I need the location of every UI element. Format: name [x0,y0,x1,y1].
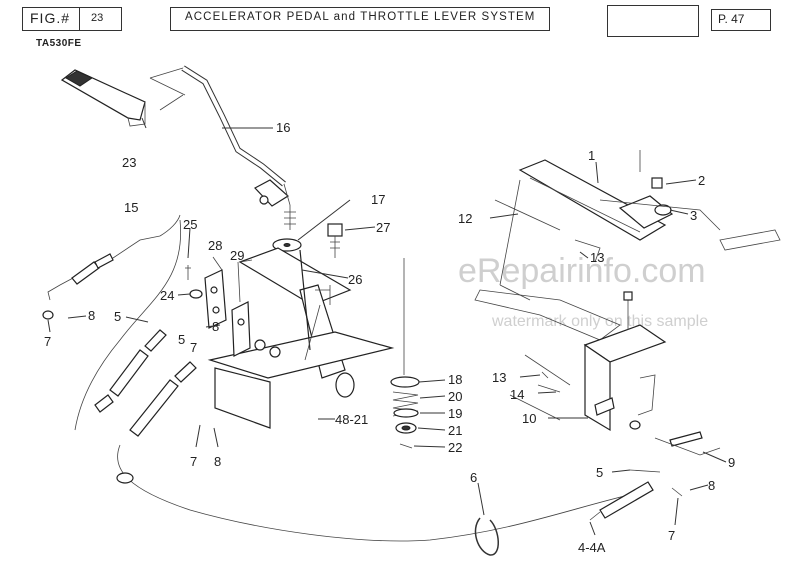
callout-28: 28 [208,238,222,253]
watermark-site: eRepairinfo.com [458,252,706,290]
callout-14: 14 [510,387,524,402]
model-code: TA530FE [36,38,82,49]
callout-5-mid: 5 [178,332,185,347]
callout-20: 20 [448,389,462,404]
callout-13-bottom: 13 [492,370,506,385]
callout-9: 9 [728,455,735,470]
callout-2: 2 [698,173,705,188]
callout-22: 22 [448,440,462,455]
callout-27: 27 [376,220,390,235]
callout-15: 15 [124,200,138,215]
throttle-cable-drawing [94,329,654,542]
callout-7-right: 7 [668,528,675,543]
main-bracket-drawing [207,247,395,429]
callout-5-right: 5 [596,465,603,480]
figure-label: FIG.# [30,10,71,26]
bolt-washer-17-drawing [272,205,302,252]
callout-25: 25 [183,217,197,232]
callout-7-left: 7 [44,334,51,349]
figure-number-box [22,7,122,31]
figure-number: 23 [91,12,104,24]
callout-12: 12 [458,211,472,226]
callout-6: 6 [470,470,477,485]
callout-8-left: 8 [88,308,95,323]
callout-29: 29 [230,248,244,263]
pedal-pad-drawing [60,69,146,127]
callout-8-mid: 8 [212,319,219,334]
plates-28-29-drawing [185,256,251,357]
callout-16: 16 [276,120,290,135]
callout-17: 17 [371,192,385,207]
pedal-arm-drawing [149,65,291,207]
title-box [170,7,550,31]
blank-box [607,5,699,37]
bracket-10-drawing [509,291,721,497]
callout-48-21: 48-21 [335,412,368,427]
callout-labels: 23 16 15 17 27 25 28 29 26 24 5 8 7 5 7 … [44,120,735,555]
callout-24: 24 [160,288,174,303]
pivot-assembly-drawing [474,150,781,341]
page-number: P. 47 [718,12,745,26]
clip-6-drawing [474,517,499,556]
bolt-27-drawing [327,223,343,258]
callout-1: 1 [588,148,595,163]
cable-15-drawing [42,214,182,431]
callout-8-bottom: 8 [214,454,221,469]
spring-stack-drawing [390,258,420,449]
callout-5-left: 5 [114,309,121,324]
callout-13-top: 13 [590,250,604,265]
callout-26: 26 [348,272,362,287]
callout-10: 10 [522,411,536,426]
callout-23: 23 [122,155,136,170]
callout-4-4a: 4-4A [578,540,606,555]
leader-lines [47,117,727,536]
figure-box-divider [79,7,80,31]
callout-21: 21 [448,423,462,438]
callout-7-bottom: 7 [190,454,197,469]
page-number-box [711,9,771,31]
callout-18: 18 [448,372,462,387]
diagram-title: ACCELERATOR PEDAL and THROTTLE LEVER SYS… [185,11,536,23]
watermark-note: watermark only on this sample [491,313,708,330]
callout-19: 19 [448,406,462,421]
callout-8-right: 8 [708,478,715,493]
callout-7-mid: 7 [190,340,197,355]
callout-3: 3 [690,208,697,223]
